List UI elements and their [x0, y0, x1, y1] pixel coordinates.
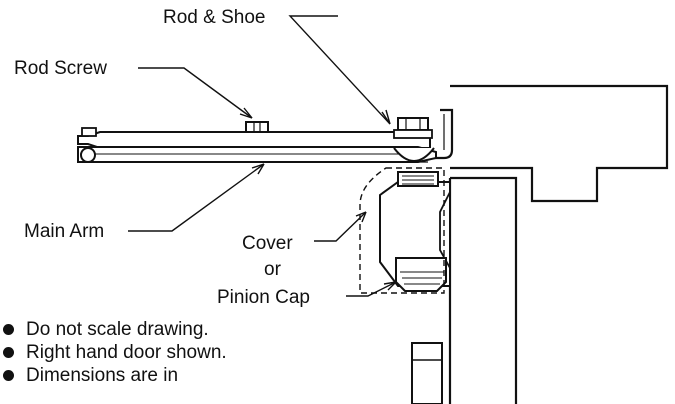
door-panel: [448, 176, 518, 404]
leader-cover: [314, 211, 367, 242]
bullet-icon: [3, 370, 14, 381]
label-cover: Cover: [242, 233, 293, 254]
rod-shoe-nut: [393, 117, 435, 163]
note-item: Dimensions are in: [0, 364, 227, 387]
door-frame-header: [450, 84, 669, 203]
arm-pivot: [80, 147, 96, 163]
note-item: Do not scale drawing.: [0, 318, 227, 341]
note-item: Right hand door shown.: [0, 341, 227, 364]
label-rod-screw: Rod Screw: [14, 58, 107, 79]
rod-screw: [245, 121, 269, 133]
pinion-cap: [395, 257, 447, 292]
notes-list: Do not scale drawing. Right hand door sh…: [0, 318, 227, 387]
leader-rod-screw: [138, 67, 253, 119]
cover-outline: [359, 167, 445, 294]
leader-rod-shoe: [288, 15, 391, 125]
label-rod-shoe: Rod & Shoe: [163, 7, 265, 28]
note-text: Do not scale drawing.: [26, 318, 209, 340]
note-text: Right hand door shown.: [26, 341, 227, 363]
bullet-icon: [3, 324, 14, 335]
label-or: or: [264, 259, 282, 280]
note-text: Dimensions are in: [26, 364, 179, 386]
leader-pinion-cap: [346, 281, 397, 297]
leader-main-arm: [128, 163, 265, 232]
label-pinion-cap: Pinion Cap: [217, 287, 310, 308]
label-main-arm: Main Arm: [24, 221, 104, 242]
hinge-block: [411, 342, 443, 404]
shoe-bracket: [430, 108, 454, 160]
bullet-icon: [3, 347, 14, 358]
rod: [77, 131, 431, 149]
